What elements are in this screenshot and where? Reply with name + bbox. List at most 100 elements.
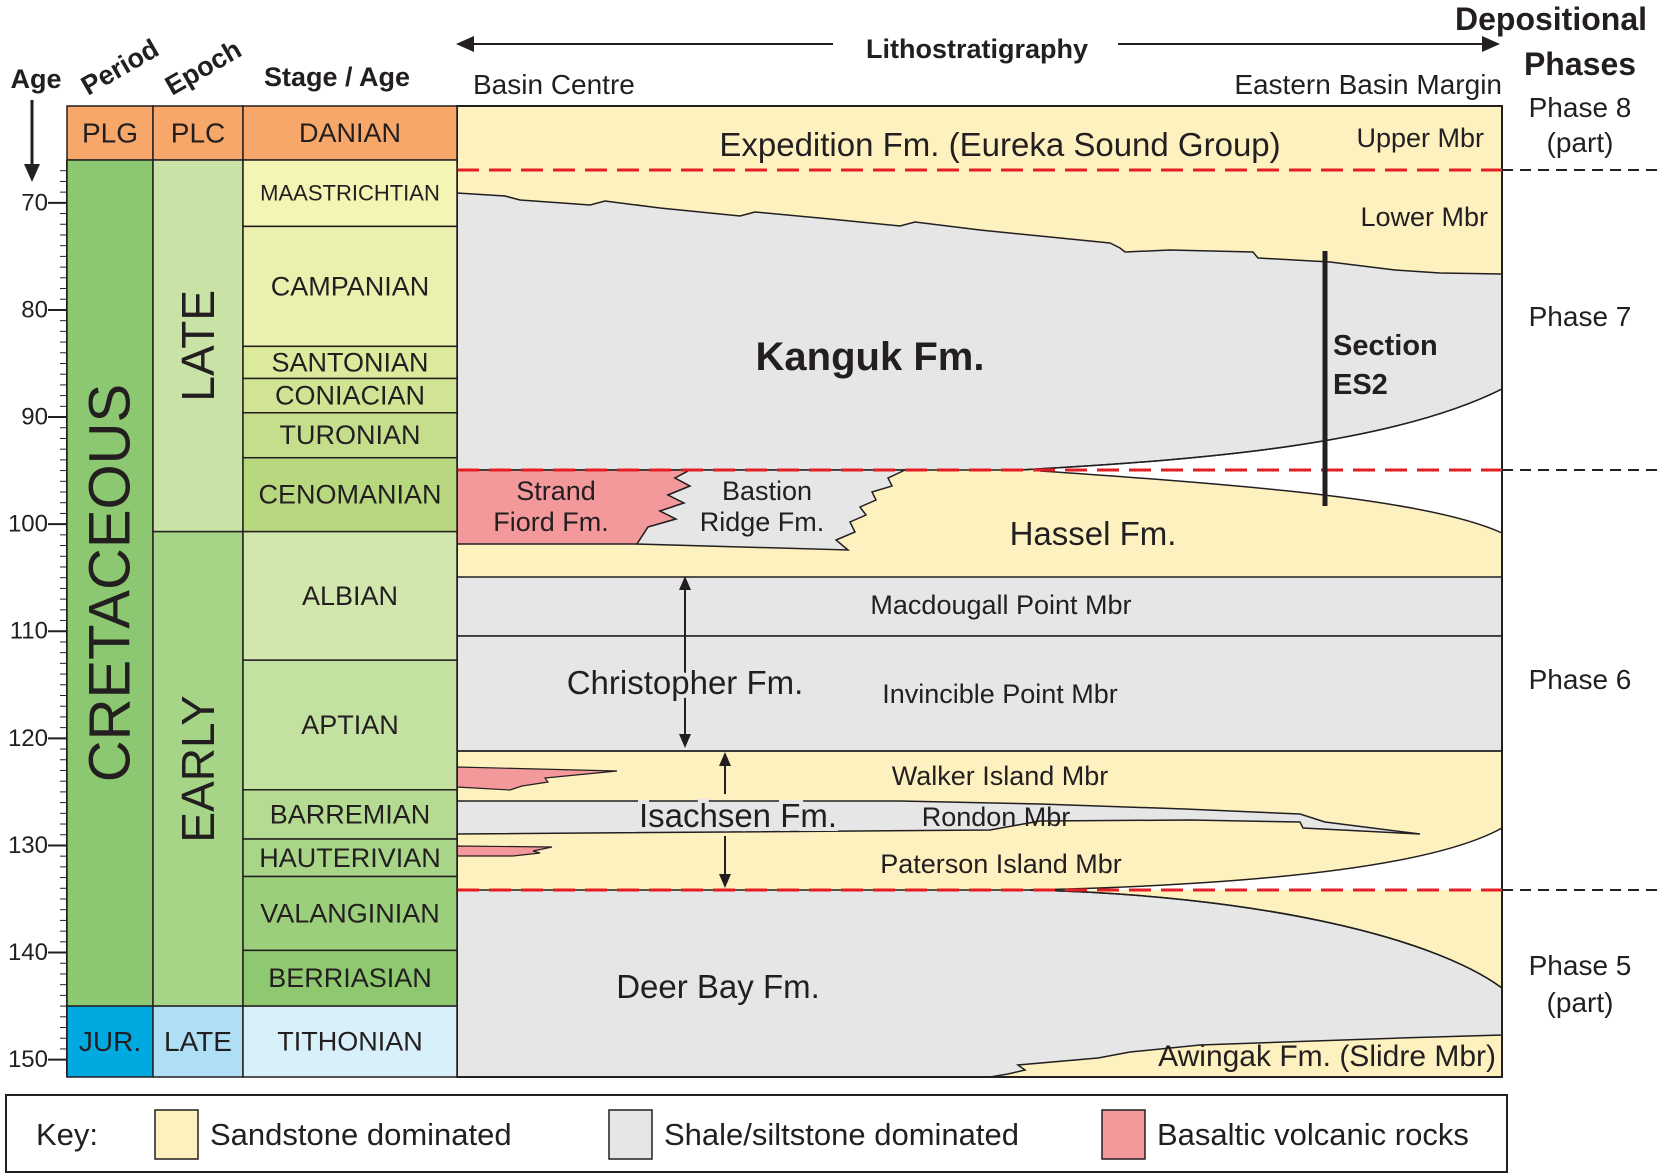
label-rondon: Rondon Mbr [922, 802, 1071, 832]
stage-label-1: MAASTRICHTIAN [260, 181, 440, 206]
legend-swatch-basalt [1101, 1109, 1146, 1160]
stage-label-4: CONIACIAN [275, 381, 425, 411]
age-tick-label-2: 90 [21, 404, 48, 431]
legend: Key: Sandstone dominated Shale/siltstone… [5, 1094, 1508, 1173]
column-headers: Age Period Epoch Stage / Age Lithostrati… [10, 1, 1647, 101]
stage-cell-8 [242, 659, 458, 791]
lithostratigraphy-panel: Expedition Fm. (Eureka Sound Group) Uppe… [456, 105, 1503, 1078]
unconformities [457, 168, 1502, 892]
rondon-shale [456, 800, 1421, 835]
label-paterson-island: Paterson Island Mbr [880, 849, 1122, 879]
label-macdougall: Macdougall Point Mbr [870, 590, 1131, 620]
stage-label-7: ALBIAN [302, 581, 398, 611]
lithostratigraphy-arrow [456, 36, 1500, 52]
legend-swatch-shale [608, 1109, 653, 1160]
age-tick-label-6: 130 [8, 832, 48, 859]
age-tick-label-4: 110 [10, 618, 48, 645]
stage-cell-4 [242, 377, 458, 414]
label-bastion-1: Bastion [722, 476, 812, 506]
label-awingak-fm: Awingak Fm. (Slidre Mbr) [1158, 1040, 1496, 1073]
phase-8-label: Phase 8 [1529, 92, 1632, 123]
stage-cell-1 [242, 159, 458, 228]
stage-cell-9 [242, 788, 458, 840]
stage-label-3: SANTONIAN [271, 347, 428, 377]
phase-6-label: Phase 6 [1529, 664, 1632, 695]
phase-boundaries [1502, 169, 1658, 891]
stage-cell-13 [242, 1005, 458, 1078]
legend-title: Key: [36, 1117, 98, 1152]
stage-label-5: TURONIAN [280, 420, 421, 450]
epoch-label-3: LATE [164, 1026, 232, 1057]
epoch-cell-2 [152, 530, 244, 1007]
header-epoch: Epoch [160, 34, 246, 101]
epoch-cell-1 [152, 159, 244, 533]
legend-label-shale: Shale/siltstone dominated [664, 1117, 1019, 1152]
epoch-label-0: PLC [171, 118, 225, 149]
walker-island-basalt [456, 766, 618, 791]
label-strand-1: Strand [516, 476, 596, 506]
legend-label-sandstone: Sandstone dominated [210, 1117, 512, 1152]
header-lithostratigraphy: Lithostratigraphy [866, 34, 1088, 64]
label-bastion-2: Ridge Fm. [700, 507, 825, 537]
stage-cell-7 [242, 530, 458, 661]
age-axis: 70 80 90 100 110 120 130 140 150 [8, 160, 68, 1077]
stage-cell-5 [242, 412, 458, 459]
isachsen-arrow [719, 752, 731, 888]
margin-gap-lower [1030, 828, 1502, 890]
age-arrow [24, 100, 40, 182]
label-upper-mbr: Upper Mbr [1356, 123, 1484, 153]
header-stage: Stage / Age [264, 62, 410, 92]
label-es2: ES2 [1333, 369, 1388, 401]
period-label-1: CRETACEOUS [78, 384, 143, 783]
age-tick-label-5: 120 [8, 725, 48, 752]
age-tick-label-3: 100 [8, 511, 48, 538]
header-age: Age [10, 64, 61, 94]
age-tick-label-7: 140 [8, 939, 48, 966]
header-eastern-margin: Eastern Basin Margin [1234, 69, 1502, 100]
label-lower-mbr: Lower Mbr [1360, 202, 1488, 232]
period-cell-1 [66, 159, 154, 1007]
epoch-cell-3 [152, 1005, 244, 1078]
age-tick-label-1: 80 [21, 296, 48, 323]
stage-column: DANIAN MAASTRICHTIAN CAMPANIAN SANTONIAN CON… [242, 105, 458, 1078]
stage-label-6: CENOMANIAN [258, 480, 441, 510]
label-strand-2: Fiord Fm. [493, 507, 609, 537]
age-tick-label-0: 70 [21, 189, 48, 216]
stage-label-10: HAUTERIVIAN [259, 843, 441, 873]
period-label-2: JUR. [79, 1026, 141, 1057]
phase-5-label: Phase 5 [1529, 950, 1632, 981]
label-kanguk-fm: Kanguk Fm. [756, 335, 985, 379]
period-label-0: PLG [82, 118, 138, 149]
margin-gap-upper [1020, 389, 1502, 533]
epoch-column: PLC LATE EARLY LATE [152, 105, 244, 1078]
label-expedition-fm: Expedition Fm. (Eureka Sound Group) [719, 126, 1280, 163]
member-boundaries [457, 388, 1503, 989]
label-section: Section [1333, 330, 1438, 362]
epoch-label-2: EARLY [172, 695, 224, 842]
stage-label-8: APTIAN [301, 710, 399, 740]
stage-label-11: VALANGINIAN [260, 898, 440, 928]
stage-label-0: DANIAN [299, 118, 401, 148]
age-tick-label-8: 150 [8, 1046, 48, 1073]
stage-cell-3 [242, 345, 458, 380]
stage-label-13: TITHONIAN [277, 1027, 423, 1057]
header-period: Period [76, 33, 164, 101]
header-basin-centre: Basin Centre [473, 69, 635, 100]
label-hassel-fm: Hassel Fm. [1010, 515, 1177, 552]
period-cell-2 [66, 1005, 154, 1078]
stage-cell-12 [242, 949, 458, 1007]
stage-label-12: BERRIASIAN [268, 963, 432, 993]
label-isachsen-fm: Isachsen Fm. [639, 797, 837, 834]
stage-cell-11 [242, 875, 458, 952]
phase-8-part-label: (part) [1547, 127, 1614, 158]
epoch-label-1: LATE [172, 290, 224, 402]
period-column: PLG CRETACEOUS JUR. [66, 105, 154, 1078]
stage-label-2: CAMPANIAN [271, 271, 430, 301]
legend-frame [5, 1094, 1508, 1173]
stage-cell-10 [242, 838, 458, 878]
label-deer-bay-fm: Deer Bay Fm. [616, 968, 820, 1005]
legend-label-basalt: Basaltic volcanic rocks [1157, 1117, 1469, 1152]
christopher-arrow [679, 576, 691, 748]
label-walker-island: Walker Island Mbr [892, 761, 1109, 791]
